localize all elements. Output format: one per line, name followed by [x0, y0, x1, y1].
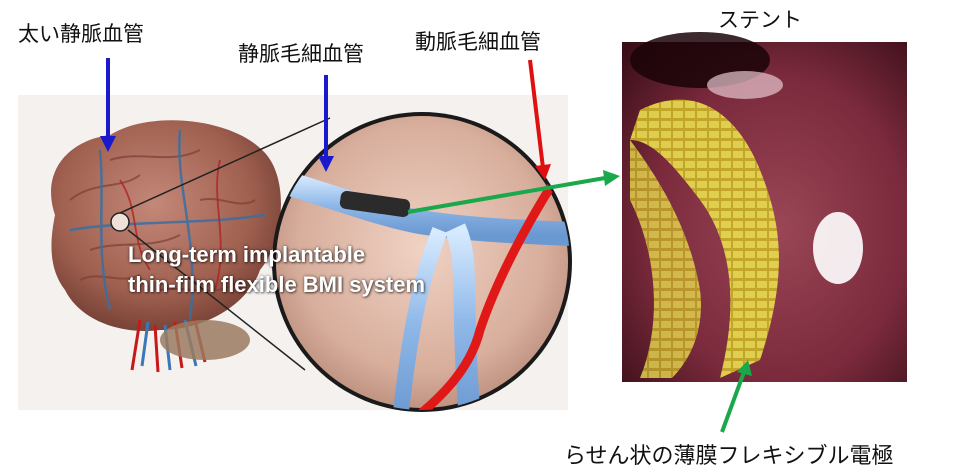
- thick-vein-label: 太い静脈血管: [18, 18, 144, 48]
- stent-photo: [622, 32, 907, 382]
- stent-label: ステント: [718, 4, 802, 34]
- caption-line-2: thin-film flexible BMI system: [128, 270, 548, 300]
- venous-capillary-label: 静脈毛細血管: [238, 38, 364, 68]
- caption-line-1: Long-term implantable: [128, 240, 548, 270]
- system-caption: Long-term implantable thin-film flexible…: [128, 240, 548, 300]
- arterial-capillary-label: 動脈毛細血管: [415, 26, 541, 56]
- spiral-electrode-label: らせん状の薄膜フレキシブル電極: [564, 438, 894, 470]
